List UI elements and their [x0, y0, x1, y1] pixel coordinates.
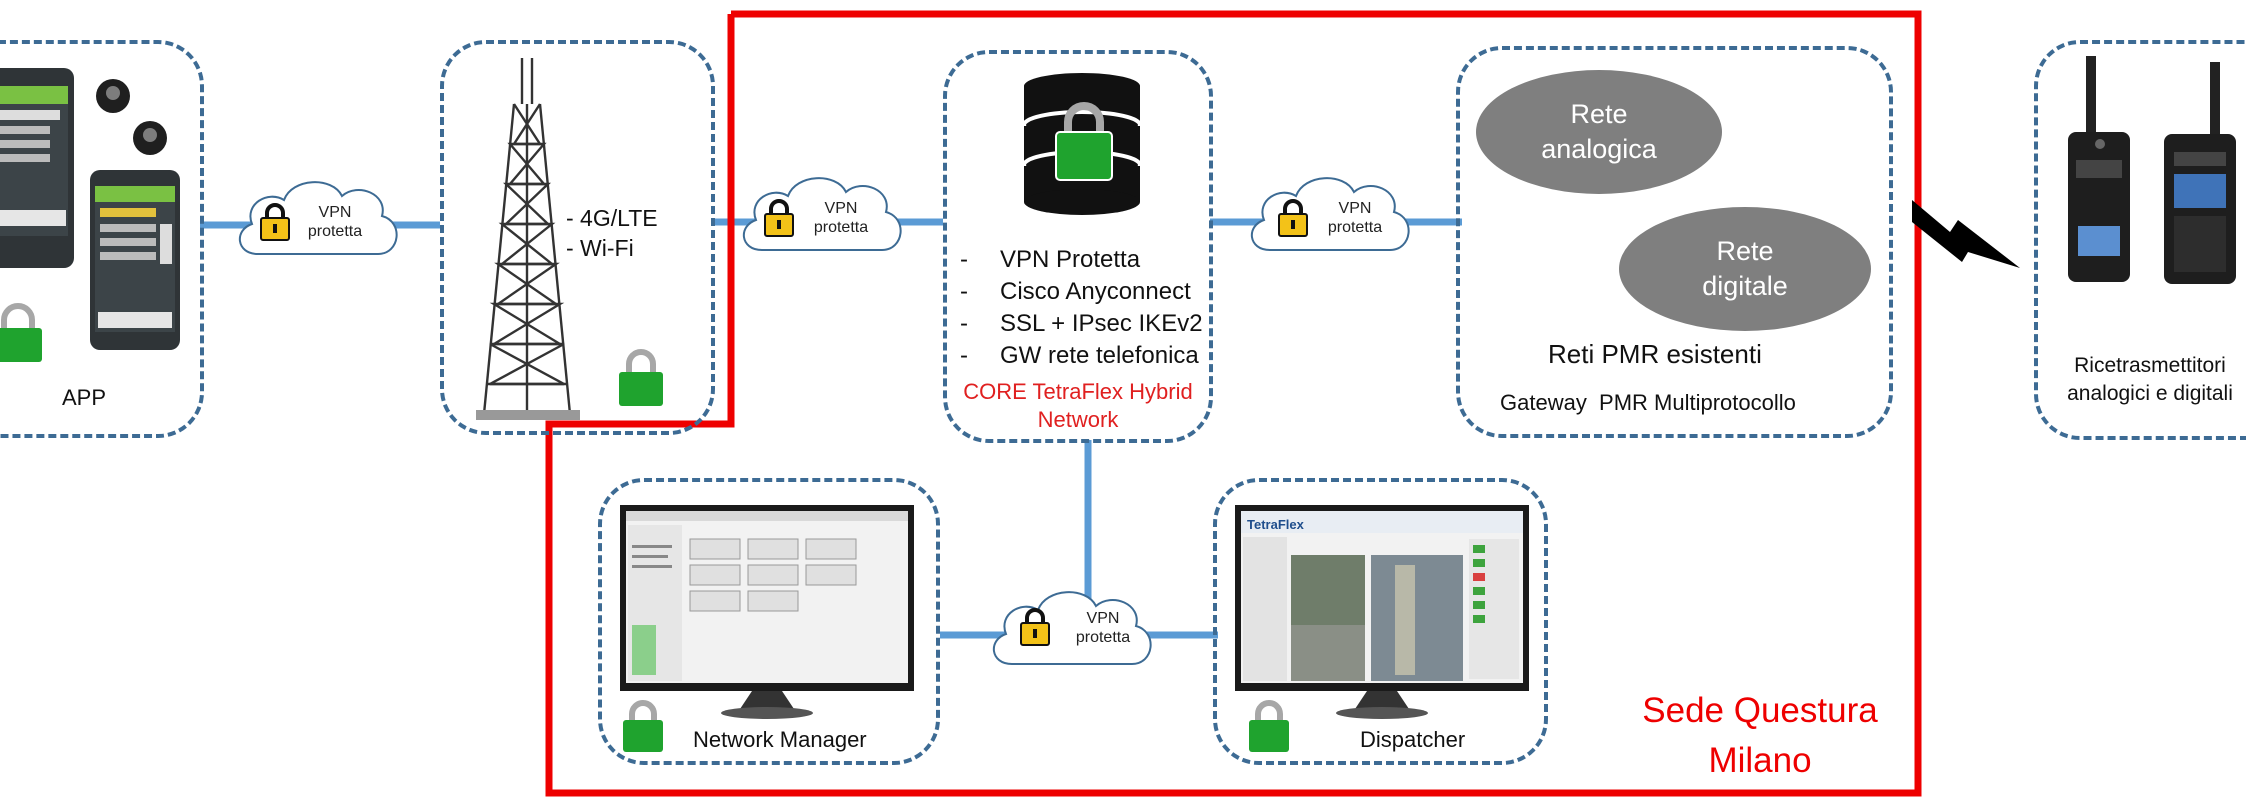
lock-icon-dispatcher — [1249, 700, 1289, 752]
pmr-subheading: Gateway PMR Multiprotocollo — [1500, 390, 1796, 415]
network-manager-box — [598, 478, 940, 765]
padlock-icon-4 — [1020, 608, 1050, 646]
core-feature-list: -VPN Protetta -Cisco Anyconnect -SSL + I… — [960, 244, 1220, 372]
dispatcher-box — [1213, 478, 1548, 765]
padlock-icon-1 — [260, 203, 290, 241]
radios-box — [2034, 40, 2246, 440]
tower-item-wifi: - Wi-Fi — [566, 235, 634, 261]
radios-image — [2068, 56, 2236, 284]
tower-box — [440, 40, 715, 435]
lock-icon-core — [1055, 102, 1113, 181]
core-feature-item: -Cisco Anyconnect — [960, 278, 1191, 305]
smartphones-image — [0, 68, 180, 350]
app-box — [0, 40, 204, 438]
core-feature-item: -GW rete telefonica — [960, 342, 1199, 369]
dispatcher-monitor: TetraFlex — [1235, 505, 1529, 719]
cell-tower-image — [476, 58, 580, 420]
lock-icon-app — [0, 303, 42, 362]
padlock-icon-2 — [764, 199, 794, 237]
core-box — [943, 50, 1213, 443]
dispatcher-label: Dispatcher — [1360, 727, 1466, 752]
svg-text:TetraFlex: TetraFlex — [1247, 517, 1305, 532]
padlock-icon-3 — [1278, 199, 1308, 237]
network-manager-label: Network Manager — [693, 727, 867, 752]
lock-icon-tower — [619, 349, 663, 406]
lock-icon-manager — [623, 700, 663, 752]
network-manager-monitor — [620, 505, 914, 719]
pmr-box — [1456, 46, 1893, 438]
pmr-heading: Reti PMR esistenti — [1548, 339, 1762, 369]
core-feature-item: -VPN Protetta — [960, 246, 1141, 273]
site-border — [545, 10, 1922, 797]
tower-item-4g: - 4G/LTE — [566, 205, 658, 231]
app-label: APP — [62, 385, 107, 410]
radio-link-bolt-icon — [1912, 200, 2020, 268]
core-feature-item: -SSL + IPsec IKEv2 — [960, 310, 1203, 337]
